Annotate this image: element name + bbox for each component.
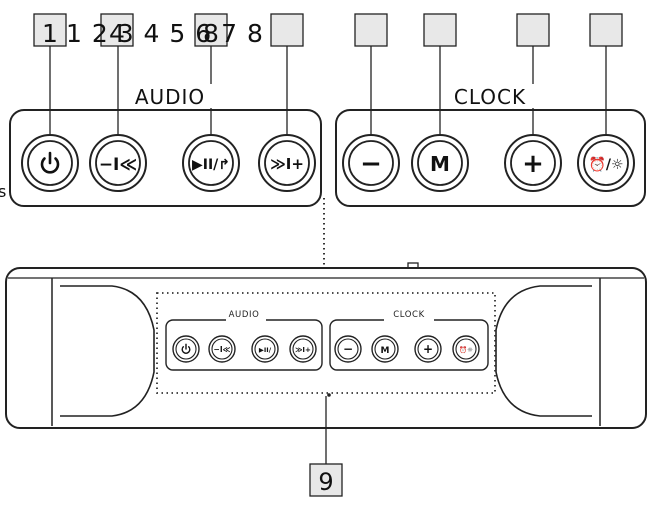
previous-button[interactable]: −I≪	[89, 134, 147, 192]
device-audio-label: AUDIO	[229, 310, 260, 320]
device-play-pause-icon: ▶II/	[259, 346, 272, 354]
callout-box-blank-1	[270, 13, 304, 47]
callout-label-8: 8	[203, 19, 219, 48]
device-minus-icon: −	[343, 342, 353, 356]
zoom-region-outline	[156, 292, 496, 394]
device-plus-icon: +	[423, 342, 433, 356]
clock-panel-frame	[335, 109, 646, 207]
alarm-dimmer-icon: ⏰/☼	[588, 155, 623, 173]
callout-box-blank-5	[589, 13, 623, 47]
callout-box-blank-4	[516, 13, 550, 47]
callout-number-row: 1 2 3 4 5 6 7 8	[66, 19, 264, 48]
callout-box-9	[309, 463, 343, 497]
callout-group-top: 1 2 3 4 5 6 7 8 1 4 8	[33, 13, 623, 136]
audio-panel-label: AUDIO	[135, 85, 205, 109]
device-indicator-dot	[327, 393, 331, 397]
callout-group-bottom: 9	[309, 396, 343, 497]
power-icon	[40, 151, 60, 174]
plus-button[interactable]: +	[504, 134, 562, 192]
device-clock-label: CLOCK	[393, 310, 425, 320]
play-pause-button[interactable]: ▶II/↱	[182, 134, 240, 192]
left-edge-fragment: s	[0, 182, 6, 201]
device-play-pause-button[interactable]: ▶II/	[251, 335, 279, 363]
next-icon: ≫I+	[270, 155, 304, 173]
device-next-button[interactable]: ≫I+	[289, 335, 317, 363]
device-next-icon: ≫I+	[295, 346, 311, 354]
clock-panel-label: CLOCK	[454, 85, 526, 109]
device-alarm-dimmer-button[interactable]: ⏰☼	[452, 335, 480, 363]
callout-label-9: 9	[318, 468, 333, 496]
device-power-icon	[181, 343, 191, 354]
device-power-button[interactable]	[172, 335, 200, 363]
callout-box-blank-3	[423, 13, 457, 47]
callout-label-4: 4	[109, 19, 125, 48]
device-mode-label: M	[381, 346, 390, 356]
mode-label: M	[430, 152, 450, 176]
callout-box-4	[100, 13, 134, 47]
previous-icon: −I≪	[99, 155, 137, 175]
plus-icon: +	[522, 149, 544, 179]
device-alarm-dimmer-icon: ⏰☼	[459, 345, 473, 354]
minus-button[interactable]: −	[342, 134, 400, 192]
callout-leader-lines	[49, 46, 607, 136]
next-button[interactable]: ≫I+	[258, 134, 316, 192]
mode-button[interactable]: M	[411, 134, 469, 192]
device-previous-button[interactable]: −I≪	[208, 335, 236, 363]
device-mode-button[interactable]: M	[371, 335, 399, 363]
device-previous-icon: −I≪	[214, 345, 231, 354]
power-button[interactable]	[21, 134, 79, 192]
alarm-dimmer-button[interactable]: ⏰/☼	[577, 134, 635, 192]
speaker-device: AUDIO CLOCK −I≪ ▶II/ ≫I+	[5, 262, 647, 429]
minus-icon: −	[360, 149, 382, 179]
device-plus-button[interactable]: +	[414, 335, 442, 363]
device-right-speaker-recess	[495, 285, 592, 417]
enlarged-control-panel: AUDIO CLOCK −I≪ ▶II/↱ ≫I+	[9, 84, 646, 207]
callout-box-blank-2	[354, 13, 388, 47]
device-left-speaker-recess	[60, 285, 155, 417]
device-minus-button[interactable]: −	[334, 335, 362, 363]
audio-panel-frame	[9, 109, 322, 207]
callout-label-1: 1	[42, 19, 58, 48]
play-pause-icon: ▶II/↱	[192, 157, 230, 173]
